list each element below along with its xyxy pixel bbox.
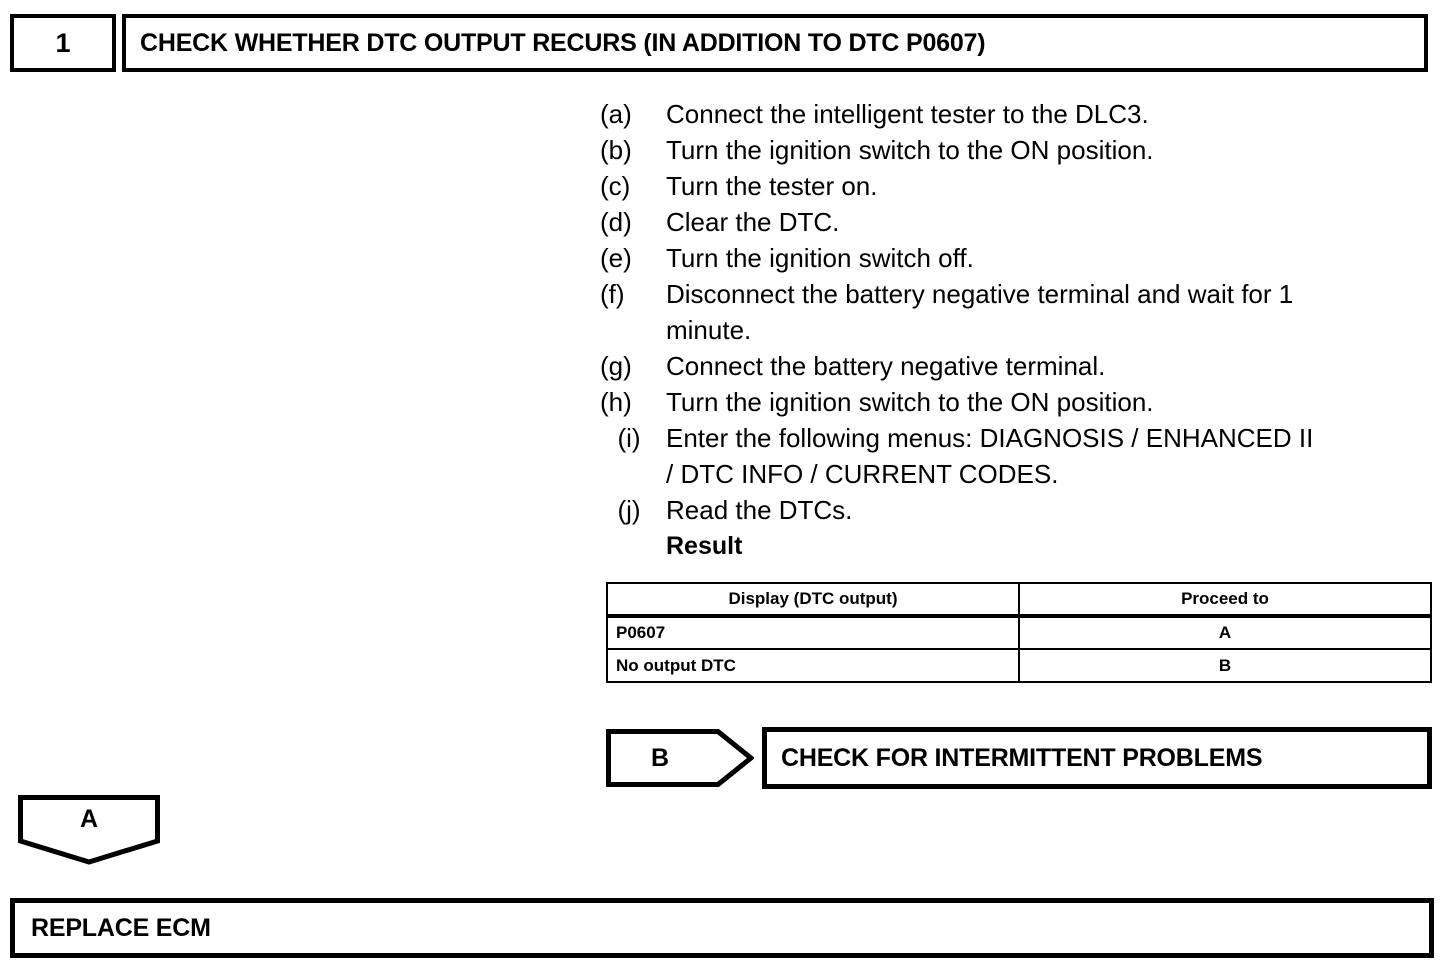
step-text: Connect the battery negative terminal. — [666, 351, 1106, 381]
procedure-step-list: (a) Connect the intelligent tester to th… — [600, 96, 1440, 564]
table-header-row: Display (DTC output) Proceed to — [606, 582, 1432, 617]
step-marker: (f) — [600, 279, 625, 309]
intermittent-problems-box: CHECK FOR INTERMITTENT PROBLEMS — [762, 727, 1432, 789]
step-text: Clear the DTC. — [666, 207, 840, 237]
step-text-continuation: / DTC INFO / CURRENT CODES. — [666, 459, 1059, 489]
connector-a-label: A — [79, 804, 99, 833]
procedure-step: (c) Turn the tester on. — [600, 168, 1440, 204]
connector-a-arrow-icon — [18, 795, 160, 865]
intermittent-problems-label: CHECK FOR INTERMITTENT PROBLEMS — [781, 743, 1263, 772]
step-number-box: 1 — [10, 14, 116, 72]
step-marker: (g) — [600, 351, 632, 381]
step-marker: (a) — [600, 99, 632, 129]
step-text: Turn the ignition switch to the ON posit… — [666, 387, 1154, 417]
step-marker: (c) — [600, 171, 631, 201]
procedure-step: (f) Disconnect the battery negative term… — [600, 276, 1440, 348]
cell-proceed-value: A — [1018, 614, 1432, 650]
step-text: Turn the ignition switch off. — [666, 243, 974, 273]
replace-ecm-label: REPLACE ECM — [31, 913, 211, 942]
step-marker: (d) — [600, 207, 632, 237]
table-row: No output DTC B — [606, 648, 1432, 683]
result-heading: Result — [666, 532, 743, 560]
cell-proceed-value: B — [1018, 648, 1432, 683]
procedure-step: (i) Enter the following menus: DIAGNOSIS… — [600, 420, 1440, 492]
step-text: Turn the ignition switch to the ON posit… — [666, 135, 1154, 165]
step-title-label: CHECK WHETHER DTC OUTPUT RECURS (IN ADDI… — [140, 28, 986, 57]
step-marker: (h) — [600, 387, 632, 417]
cell-display-value: No output DTC — [606, 648, 1020, 683]
procedure-step: (g) Connect the battery negative termina… — [600, 348, 1440, 384]
step-text-continuation: minute. — [666, 315, 752, 345]
procedure-step: (d) Clear the DTC. — [600, 204, 1440, 240]
procedure-step: (j) Read the DTCs. — [600, 492, 1440, 528]
connector-b-arrow-icon — [606, 729, 754, 787]
step-marker: (j) — [617, 495, 641, 525]
step-marker: (i) — [617, 423, 641, 453]
column-header-display: Display (DTC output) — [606, 582, 1020, 617]
column-header-proceed: Proceed to — [1018, 582, 1432, 617]
step-number-label: 1 — [55, 27, 71, 58]
table-row: P0607 A — [606, 614, 1432, 650]
procedure-step: (e) Turn the ignition switch off. — [600, 240, 1440, 276]
connector-b-label: B — [650, 743, 670, 772]
step-text: Enter the following menus: DIAGNOSIS / E… — [666, 420, 1440, 492]
cell-display-value: P0607 — [606, 614, 1020, 650]
step-text: Connect the intelligent tester to the DL… — [666, 99, 1149, 129]
replace-ecm-box: REPLACE ECM — [10, 898, 1434, 958]
connector-a: A — [18, 795, 160, 865]
step-text-line: Disconnect the battery negative terminal… — [666, 279, 1294, 309]
procedure-step: (h) Turn the ignition switch to the ON p… — [600, 384, 1440, 420]
step-header: 1 CHECK WHETHER DTC OUTPUT RECURS (IN AD… — [10, 14, 1428, 72]
procedure-step: (a) Connect the intelligent tester to th… — [600, 96, 1440, 132]
step-title-box: CHECK WHETHER DTC OUTPUT RECURS (IN ADDI… — [122, 14, 1428, 72]
step-marker: (e) — [600, 243, 632, 273]
step-text-line: Enter the following menus: DIAGNOSIS / E… — [666, 423, 1314, 453]
procedure-step: (b) Turn the ignition switch to the ON p… — [600, 132, 1440, 168]
step-text: Read the DTCs. — [666, 495, 853, 525]
step-text: Disconnect the battery negative terminal… — [666, 276, 1440, 348]
step-text: Turn the tester on. — [666, 171, 878, 201]
result-table: Display (DTC output) Proceed to P0607 A … — [606, 582, 1432, 683]
connector-b: B — [606, 729, 754, 787]
step-marker: (b) — [600, 135, 632, 165]
